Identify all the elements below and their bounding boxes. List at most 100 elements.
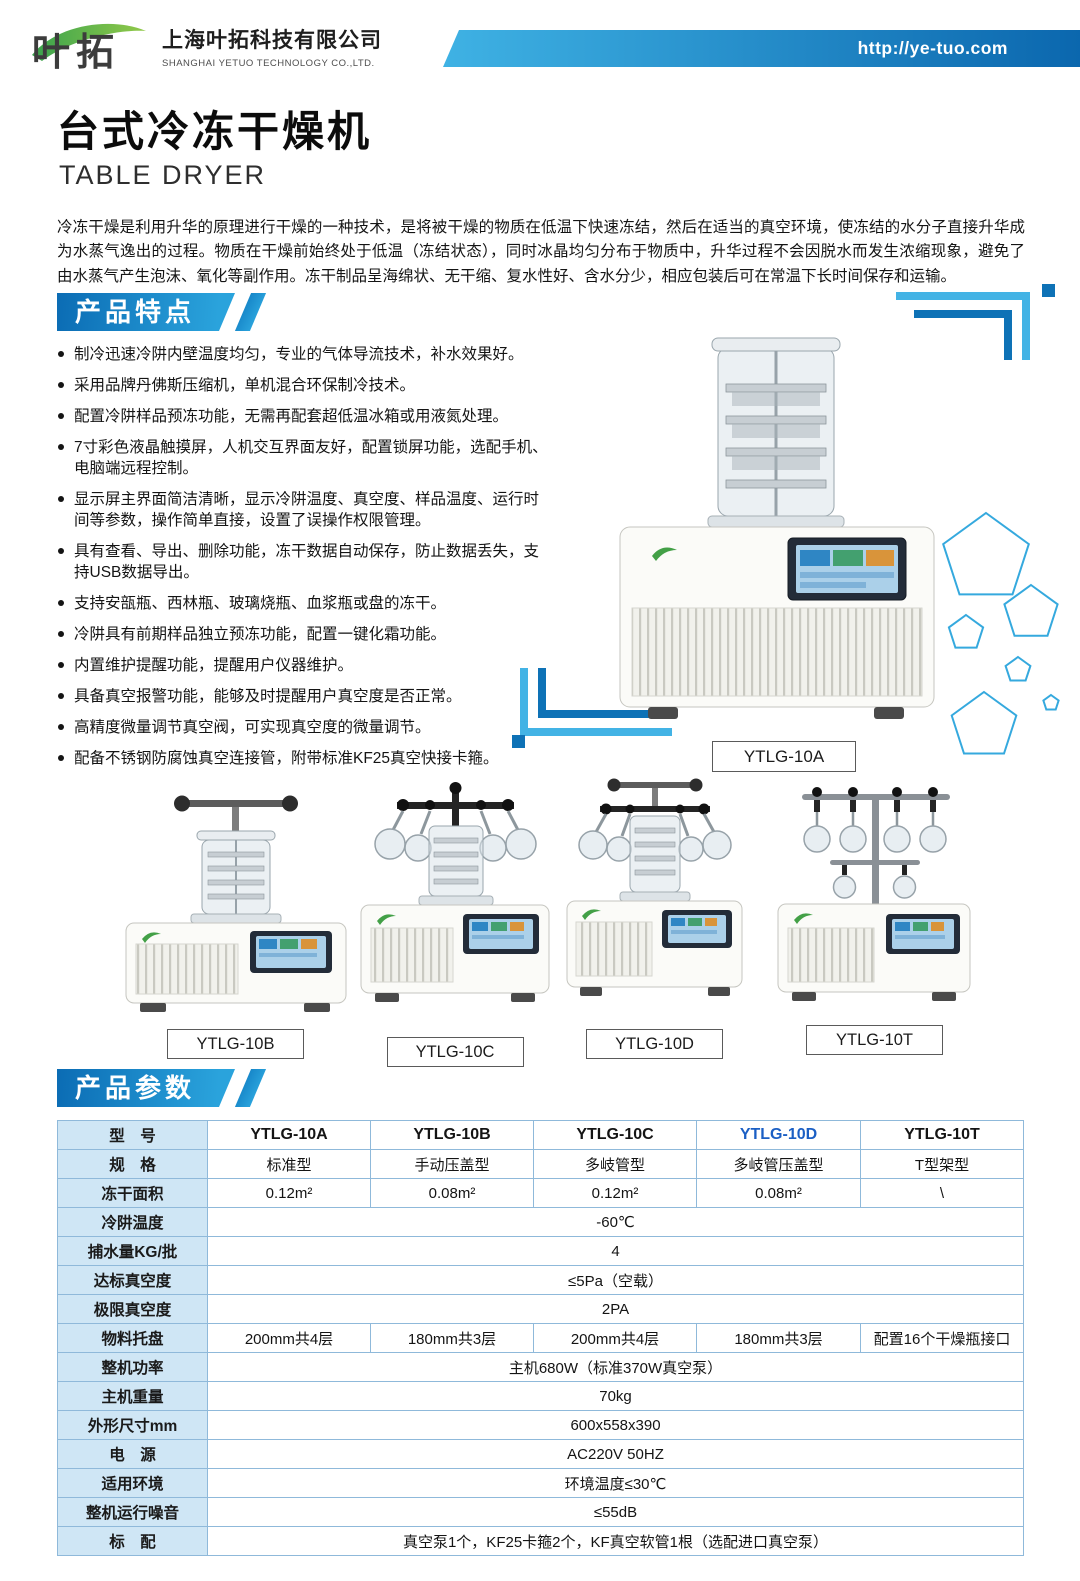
spec-cell: YTLG-10B (370, 1120, 534, 1150)
feature-item: 配置冷阱样品预冻功能，无需再配套超低温冰箱或用液氮处理。 (57, 406, 549, 427)
spec-cell: 多岐管型 (533, 1149, 697, 1179)
product-ytlg-10c: YTLG-10C (355, 778, 555, 1067)
spec-cell: 4 (207, 1236, 1024, 1266)
spec-cell: 标准型 (207, 1149, 371, 1179)
feature-item: 显示屏主界面简洁清晰，显示冷阱温度、真空度、样品温度、运行时间等参数，操作简单直… (57, 489, 549, 531)
spec-row-label: 电 源 (57, 1439, 208, 1469)
machine-illustration-ytlg-10d (566, 778, 743, 996)
feature-list: 制冷迅速冷阱内壁温度均匀，专业的气体导流技术，补水效果好。 采用品牌丹佛斯压缩机… (57, 344, 549, 779)
spec-cell: ≤55dB (207, 1497, 1024, 1527)
table-row-power-supply: 电 源 AC220V 50HZ (57, 1439, 1024, 1469)
spec-cell: 多岐管压盖型 (696, 1149, 861, 1179)
pentagon-decoration (926, 498, 1076, 788)
machine-illustration-ytlg-10a (612, 332, 942, 739)
spec-row-label: 捕水量KG/批 (57, 1236, 208, 1266)
website-banner: http://ye-tuo.com (443, 30, 1080, 67)
page-subtitle: TABLE DRYER (59, 160, 267, 190)
model-label-ytlg-10b: YTLG-10B (167, 1029, 304, 1059)
feature-item: 内置维护提醒功能，提醒用户仪器维护。 (57, 655, 549, 676)
spec-cell: ≤5Pa（空载） (207, 1265, 1024, 1295)
product-ytlg-10d: YTLG-10D (562, 776, 747, 1059)
company-logo: 叶拓 (26, 13, 154, 74)
spec-row-label: 适用环境 (57, 1468, 208, 1498)
model-label-ytlg-10a: YTLG-10A (712, 741, 856, 772)
feature-item: 配备不锈钢防腐蚀真空连接管，附带标准KF25真空快接卡箍。 (57, 748, 549, 769)
spec-cell: 200mm共4层 (533, 1323, 697, 1353)
spec-row-label: 规 格 (57, 1149, 208, 1179)
spec-row-label: 外形尺寸mm (57, 1410, 208, 1440)
section-header-features: 产品特点 (57, 293, 235, 331)
spec-cell: 0.12m² (533, 1178, 697, 1208)
spec-row-label: 型 号 (57, 1120, 208, 1150)
feature-item: 具备真空报警功能，能够及时提醒用户真空度是否正常。 (57, 686, 549, 707)
feature-item: 7寸彩色液晶触摸屏，人机交互界面友好，配置锁屏功能，选配手机、电脑端远程控制。 (57, 437, 549, 479)
banner-stripe (234, 1069, 267, 1107)
table-row-vacuum-limit: 极限真空度 2PA (57, 1294, 1024, 1324)
spec-cell: 真空泵1个，KF25卡箍2个，KF真空软管1根（选配进口真空泵） (207, 1526, 1024, 1556)
feature-item: 冷阱具有前期样品独立预冻功能，配置一键化霜功能。 (57, 624, 549, 645)
spec-cell: -60℃ (207, 1207, 1024, 1237)
model-label-ytlg-10t: YTLG-10T (806, 1025, 943, 1055)
spec-cell: 配置16个干燥瓶接口 (860, 1323, 1024, 1353)
spec-row-label: 达标真空度 (57, 1265, 208, 1295)
machine-illustration-ytlg-10c (360, 782, 550, 1002)
spec-row-label: 物料托盘 (57, 1323, 208, 1353)
leaf-logo-icon (377, 914, 396, 925)
leaf-swoosh-icon (32, 23, 146, 61)
feature-item: 制冷迅速冷阱内壁温度均匀，专业的气体导流技术，补水效果好。 (57, 344, 549, 365)
spec-cell: 环境温度≤30℃ (207, 1468, 1024, 1498)
spec-cell: 2PA (207, 1294, 1024, 1324)
corner-bracket-decoration (896, 284, 1066, 365)
spec-cell-highlighted: YTLG-10D (696, 1120, 861, 1150)
corner-bracket-decoration (512, 668, 672, 753)
table-row-noise: 整机运行噪音 ≤55dB (57, 1497, 1024, 1527)
leaf-logo-icon (142, 932, 161, 943)
spec-row-label: 标 配 (57, 1526, 208, 1556)
spec-cell: 200mm共4层 (207, 1323, 371, 1353)
spec-table: 型 号 YTLG-10A YTLG-10B YTLG-10C YTLG-10D … (57, 1120, 1024, 1556)
logo-text: 叶拓 (32, 32, 121, 74)
website-url[interactable]: http://ye-tuo.com (857, 38, 1008, 58)
feature-item: 高精度微量调节真空阀，可实现真空度的微量调节。 (57, 717, 549, 738)
company-name-cn: 上海叶拓科技有限公司 (162, 29, 382, 52)
spec-cell: YTLG-10C (533, 1120, 697, 1150)
table-row-standard-accessories: 标 配 真空泵1个，KF25卡箍2个，KF真空软管1根（选配进口真空泵） (57, 1526, 1024, 1556)
spec-cell: 600x558x390 (207, 1410, 1024, 1440)
table-row-power: 整机功率 主机680W（标准370W真空泵） (57, 1352, 1024, 1382)
feature-item: 采用品牌丹佛斯压缩机，单机混合环保制冷技术。 (57, 375, 549, 396)
spec-cell: 0.08m² (370, 1178, 534, 1208)
leaf-logo-icon (582, 909, 601, 920)
intro-paragraph: 冷冻干燥是利用升华的原理进行干燥的一种技术，是将被干燥的物质在低温下快速冻结，然… (57, 218, 1025, 285)
feature-item: 支持安瓿瓶、西林瓶、玻璃烧瓶、血浆瓶或盘的冻干。 (57, 593, 549, 614)
model-label-ytlg-10d: YTLG-10D (586, 1029, 723, 1059)
banner-stripe (234, 293, 267, 331)
table-row-model: 型 号 YTLG-10A YTLG-10B YTLG-10C YTLG-10D … (57, 1120, 1024, 1150)
spec-cell: 主机680W（标准370W真空泵） (207, 1352, 1024, 1382)
spec-row-label: 整机运行噪音 (57, 1497, 208, 1527)
model-label-ytlg-10c: YTLG-10C (386, 1037, 524, 1067)
spec-cell: 70kg (207, 1381, 1024, 1411)
spec-row-label: 主机重量 (57, 1381, 208, 1411)
spec-cell: YTLG-10A (207, 1120, 371, 1150)
spec-row-label: 极限真空度 (57, 1294, 208, 1324)
spec-cell: YTLG-10T (860, 1120, 1024, 1150)
table-row-water-capture: 捕水量KG/批 4 (57, 1236, 1024, 1266)
product-ytlg-10b: YTLG-10B (118, 792, 353, 1059)
table-row-dimensions: 外形尺寸mm 600x558x390 (57, 1410, 1024, 1440)
page-title: 台式冷冻干燥机 (57, 108, 373, 155)
leaf-logo-icon (652, 547, 677, 561)
table-row-vacuum-standard: 达标真空度 ≤5Pa（空载） (57, 1265, 1024, 1295)
spec-cell: 0.08m² (696, 1178, 861, 1208)
spec-cell: \ (860, 1178, 1024, 1208)
company-name-en: SHANGHAI YETUO TECHNOLOGY CO.,LTD. (162, 58, 375, 69)
table-row-weight: 主机重量 70kg (57, 1381, 1024, 1411)
leaf-logo-icon (794, 913, 813, 924)
spec-cell: 0.12m² (207, 1178, 371, 1208)
table-row-environment: 适用环境 环境温度≤30℃ (57, 1468, 1024, 1498)
spec-row-label: 冷阱温度 (57, 1207, 208, 1237)
spec-cell: 180mm共3层 (370, 1323, 534, 1353)
product-ytlg-10t: YTLG-10T (772, 782, 977, 1055)
spec-row-label: 冻干面积 (57, 1178, 208, 1208)
table-row-trays: 物料托盘 200mm共4层 180mm共3层 200mm共4层 180mm共3层… (57, 1323, 1024, 1353)
